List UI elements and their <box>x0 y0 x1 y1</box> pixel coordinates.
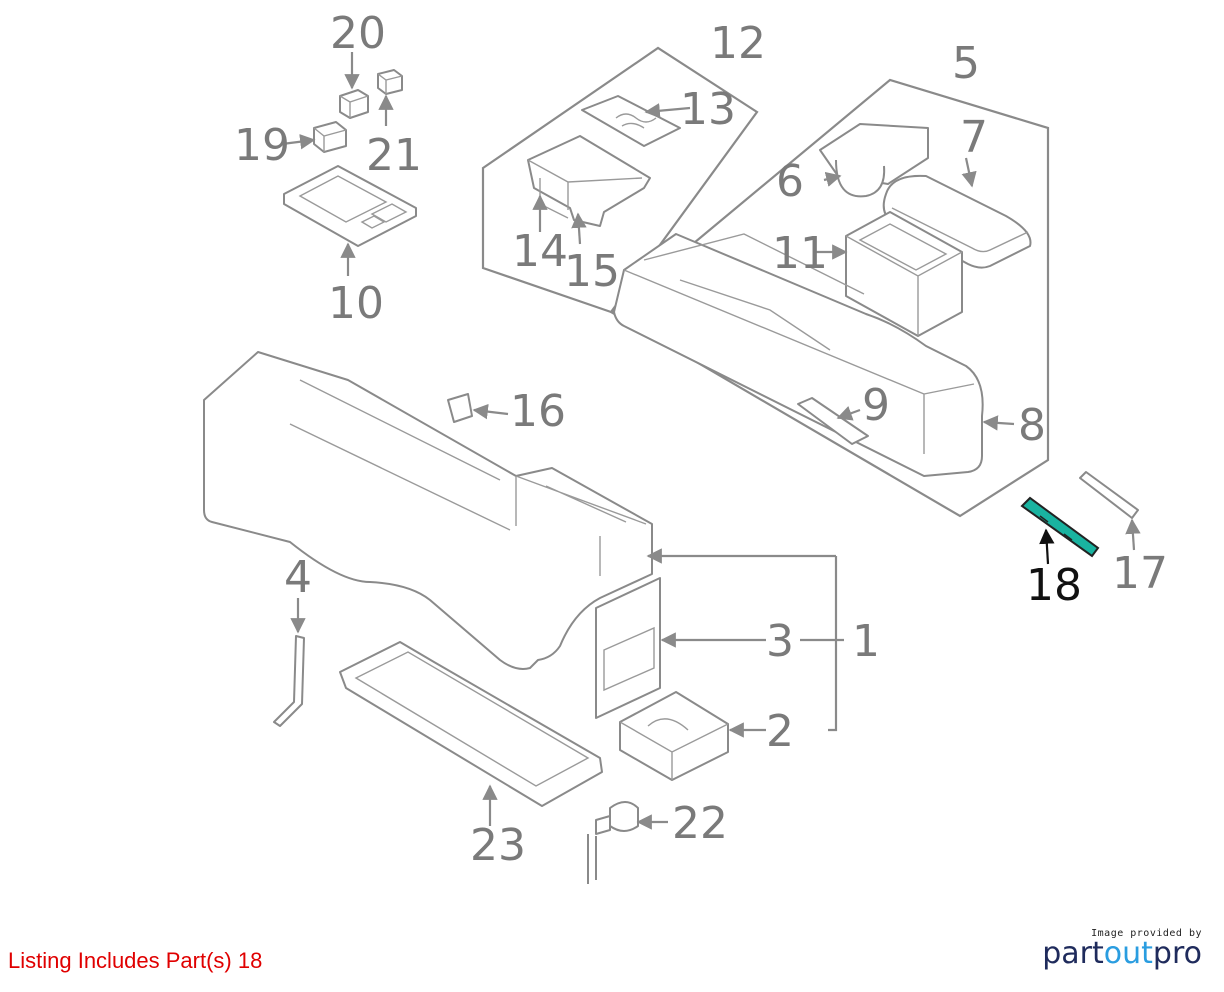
brand-logo: partoutpro <box>1042 939 1202 969</box>
switch-20 <box>339 89 369 119</box>
callout-17: 17 <box>1112 548 1168 599</box>
cupholder-6 <box>819 123 929 198</box>
storage-bin-11 <box>845 211 963 337</box>
brand-name-part2: out <box>1103 936 1153 971</box>
brand-provided-by: Image provided by <box>1091 928 1202 939</box>
callout-10: 10 <box>328 278 384 329</box>
callout-16: 16 <box>510 386 566 437</box>
group-outline-5 <box>609 78 1050 518</box>
callout-2: 2 <box>766 706 794 757</box>
upper-console-8 <box>613 233 984 477</box>
callout-15: 15 <box>564 246 620 297</box>
callout-23: 23 <box>470 820 526 871</box>
bracket-4 <box>273 635 305 727</box>
clip-16 <box>447 393 473 423</box>
lock-cylinder-22 <box>587 801 639 884</box>
bracket-18-highlighted <box>1020 496 1100 558</box>
label-13 <box>581 95 681 147</box>
callout-14: 14 <box>512 226 568 277</box>
partoutpro-brand: Image provided by partoutpro <box>1042 928 1202 969</box>
tray-14-15 <box>527 135 651 227</box>
brand-name-part1: part <box>1042 936 1104 971</box>
callout-11: 11 <box>772 228 828 279</box>
lower-console-1 <box>203 351 661 719</box>
callout-20: 20 <box>330 8 386 59</box>
callout-18: 18 <box>1026 560 1082 611</box>
callout-19: 19 <box>234 120 290 171</box>
listing-caption: Listing Includes Part(s) 18 <box>8 948 263 973</box>
callout-1: 1 <box>852 616 880 667</box>
callout-21: 21 <box>366 130 422 181</box>
callout-9: 9 <box>862 380 890 431</box>
drawer-2 <box>619 691 729 781</box>
switch-bezel-10 <box>283 165 417 247</box>
callout-6: 6 <box>776 156 804 207</box>
callout-4: 4 <box>284 552 312 603</box>
brand-name-part3: pro <box>1152 936 1202 971</box>
group-outline-12 <box>481 46 759 314</box>
callout-5: 5 <box>952 38 980 89</box>
callout-22: 22 <box>672 798 728 849</box>
callout-13: 13 <box>680 84 736 135</box>
callout-7: 7 <box>960 112 988 163</box>
callout-3: 3 <box>766 616 794 667</box>
bracket-17 <box>1079 471 1139 519</box>
switch-21 <box>377 69 403 95</box>
callout-12: 12 <box>710 18 766 69</box>
switch-19 <box>313 121 347 153</box>
trim-9 <box>797 397 869 445</box>
callout-8: 8 <box>1018 400 1046 451</box>
base-frame-23 <box>339 641 603 807</box>
